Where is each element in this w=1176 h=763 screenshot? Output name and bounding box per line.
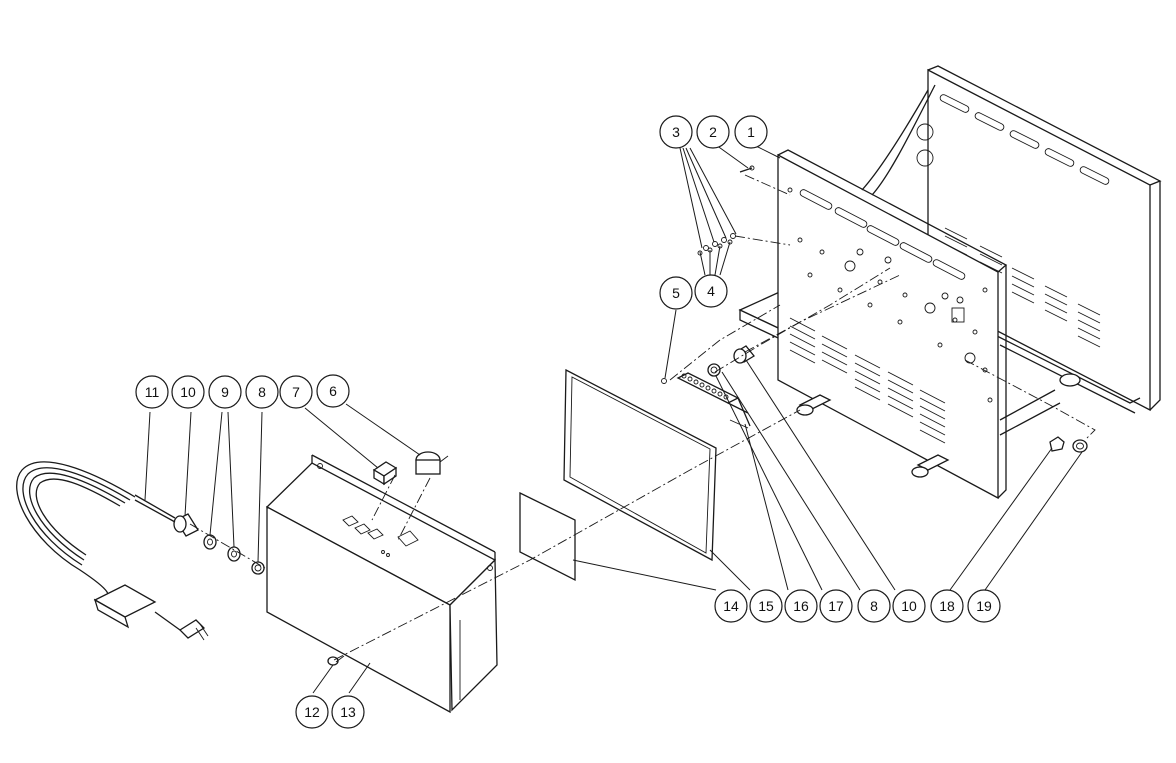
svg-text:17: 17 [828,598,844,614]
svg-text:12: 12 [304,704,320,720]
gasket-15 [563,368,717,562]
callout-2: 2 [696,115,730,149]
nuts-3-washers-4 [697,233,736,256]
front-mounting-plate [738,149,1081,500]
svg-text:8: 8 [258,384,266,400]
locknut-17 [707,363,721,377]
svg-text:8: 8 [870,598,878,614]
callout-balloons: 1 2 3 4 5 6 7 8 9 10 11 12 13 14 15 16 1… [135,115,1001,729]
washers-9 [203,534,241,562]
svg-text:18: 18 [939,598,955,614]
callout-10-left: 10 [171,375,205,409]
svg-text:2: 2 [709,124,717,140]
svg-text:11: 11 [145,384,160,400]
callout-11: 11 [135,375,169,409]
svg-text:10: 10 [901,598,917,614]
svg-text:19: 19 [976,598,992,614]
svg-text:10: 10 [180,384,196,400]
callout-5: 5 [659,276,693,310]
power-cord-11 [16,461,209,641]
screw-2 [739,165,755,173]
plug-18 [1049,436,1065,452]
svg-text:15: 15 [758,598,774,614]
assembly-center-lines [189,174,1096,661]
screw-5 [661,378,667,384]
svg-text:1: 1 [747,124,755,140]
callout-7: 7 [279,375,313,409]
callout-3: 3 [659,115,693,149]
callout-8-right: 8 [857,589,891,623]
cord-grip-10-left [173,513,199,537]
svg-text:3: 3 [672,124,680,140]
callout-1: 1 [734,115,768,149]
screw-12 [327,655,345,666]
svg-text:4: 4 [707,283,715,299]
callout-6: 6 [316,374,350,408]
svg-text:13: 13 [340,704,356,720]
callout-10-right: 10 [892,589,926,623]
switch-7 [372,461,398,486]
cord-grip-10-right [733,345,755,364]
callout-16: 16 [784,589,818,623]
cover-plate-14 [519,491,576,582]
svg-text:6: 6 [329,383,337,399]
svg-text:5: 5 [672,285,680,301]
bushing-19 [1072,439,1088,453]
enclosure-13 [265,454,498,714]
svg-text:9: 9 [221,384,229,400]
callout-12: 12 [295,695,329,729]
rear-mounting-panel [861,65,1162,414]
callout-19: 19 [967,589,1001,623]
svg-text:14: 14 [723,598,739,614]
callout-9: 9 [208,375,242,409]
callout-8-left: 8 [245,375,279,409]
thermostat-6 [415,451,449,475]
svg-text:7: 7 [292,384,300,400]
callout-17: 17 [819,589,853,623]
callout-13: 13 [331,695,365,729]
callout-15: 15 [749,589,783,623]
callout-4: 4 [694,274,728,308]
callout-14: 14 [714,589,748,623]
svg-text:16: 16 [793,598,809,614]
callout-18: 18 [930,589,964,623]
terminal-block-16 [676,372,751,429]
